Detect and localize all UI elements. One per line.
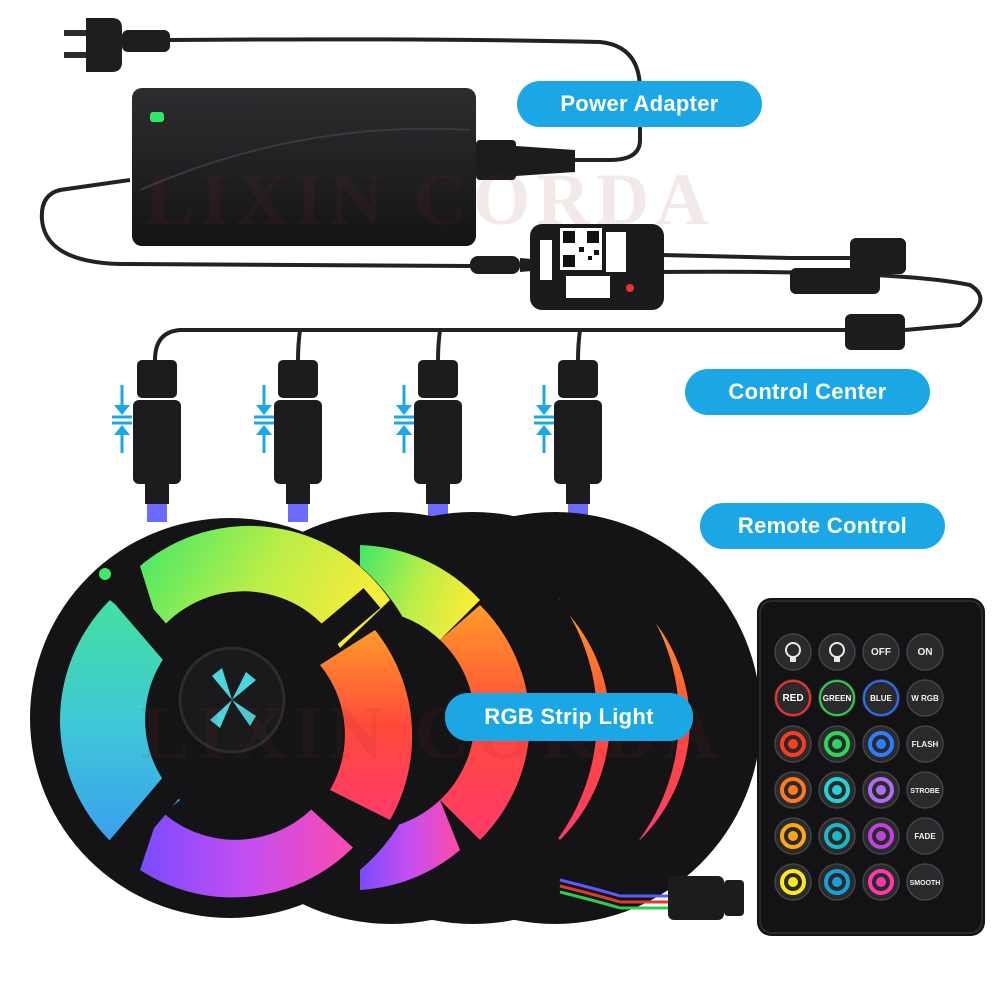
color-dot-icon: [788, 877, 798, 887]
remote-button-r1-c4[interactable]: [906, 633, 944, 671]
color-dot-icon: [788, 785, 798, 795]
color-ring-icon: [780, 823, 806, 849]
color-dot-icon: [832, 877, 842, 887]
color-dot-icon: [832, 785, 842, 795]
bulb-base-icon: [790, 657, 796, 662]
plug: [64, 18, 170, 72]
remote-button-label: SMOOTH: [910, 880, 941, 887]
remote-button-r3-c4[interactable]: [906, 725, 944, 763]
remote-button-label: STROBE: [910, 788, 940, 795]
color-ring-icon: [824, 823, 850, 849]
color-dot-icon: [876, 831, 886, 841]
led-reel-1: [30, 518, 430, 918]
color-dot-icon: [788, 831, 798, 841]
remote-button-label: FADE: [914, 832, 936, 841]
color-ring-icon: [868, 731, 894, 757]
remote-button-r2-c4[interactable]: [906, 679, 944, 717]
remote-button-label: FLASH: [912, 740, 939, 749]
remote-control-label: Remote Control: [700, 503, 945, 549]
control-center-label: Control Center: [685, 369, 930, 415]
power-adapter: [132, 88, 575, 274]
end-connector: [668, 876, 744, 920]
bulb-base-icon: [834, 657, 840, 662]
color-outline-icon: [775, 680, 811, 716]
color-ring-icon: [868, 777, 894, 803]
color-ring-icon: [824, 777, 850, 803]
remote-button-label: ON: [918, 647, 933, 658]
remote-button-label: RED: [782, 693, 803, 704]
remote-button-r1-c3[interactable]: [862, 633, 900, 671]
wifi-controller: [530, 224, 664, 310]
remote-button-r1-c1[interactable]: [774, 633, 812, 671]
remote-control: OFF ON RED GREEN BLUE W RGB FLASH STROBE FADE SMO…: [757, 598, 985, 936]
color-dot-icon: [876, 877, 886, 887]
remote-button-label: BLUE: [870, 694, 892, 703]
color-ring-icon: [780, 731, 806, 757]
color-ring-icon: [868, 869, 894, 895]
remote-button-label: OFF: [871, 647, 891, 658]
color-dot-icon: [876, 785, 886, 795]
watermark-top: LIXIN CORDA: [145, 159, 715, 241]
color-outline-icon: [863, 680, 899, 716]
remote-button-r6-c4[interactable]: [906, 863, 944, 901]
color-dot-icon: [876, 739, 886, 749]
rgb-strip-light-label: RGB Strip Light: [445, 693, 693, 741]
color-ring-icon: [780, 777, 806, 803]
color-dot-icon: [832, 831, 842, 841]
strip-wires: [559, 878, 670, 910]
power-adapter-label: Power Adapter: [517, 81, 762, 127]
remote-button-r1-c2[interactable]: [818, 633, 856, 671]
color-ring-icon: [824, 869, 850, 895]
remote-button-r4-c4[interactable]: [906, 771, 944, 809]
connect-arrows-icon: [112, 385, 554, 453]
color-outline-icon: [819, 680, 855, 716]
remote-button-grid: OFF ON RED GREEN BLUE W RGB FLASH STROBE FADE SMO…: [774, 633, 944, 901]
cables: [39, 37, 983, 361]
remote-button-r5-c4[interactable]: [906, 817, 944, 855]
connectors-right: [790, 238, 906, 350]
color-dot-icon: [788, 739, 798, 749]
pin-connectors: [133, 360, 602, 522]
color-ring-icon: [824, 731, 850, 757]
remote-button-label: GREEN: [823, 694, 852, 703]
color-ring-icon: [868, 823, 894, 849]
remote-button-label: W RGB: [911, 694, 939, 703]
color-ring-icon: [780, 869, 806, 895]
color-dot-icon: [832, 739, 842, 749]
